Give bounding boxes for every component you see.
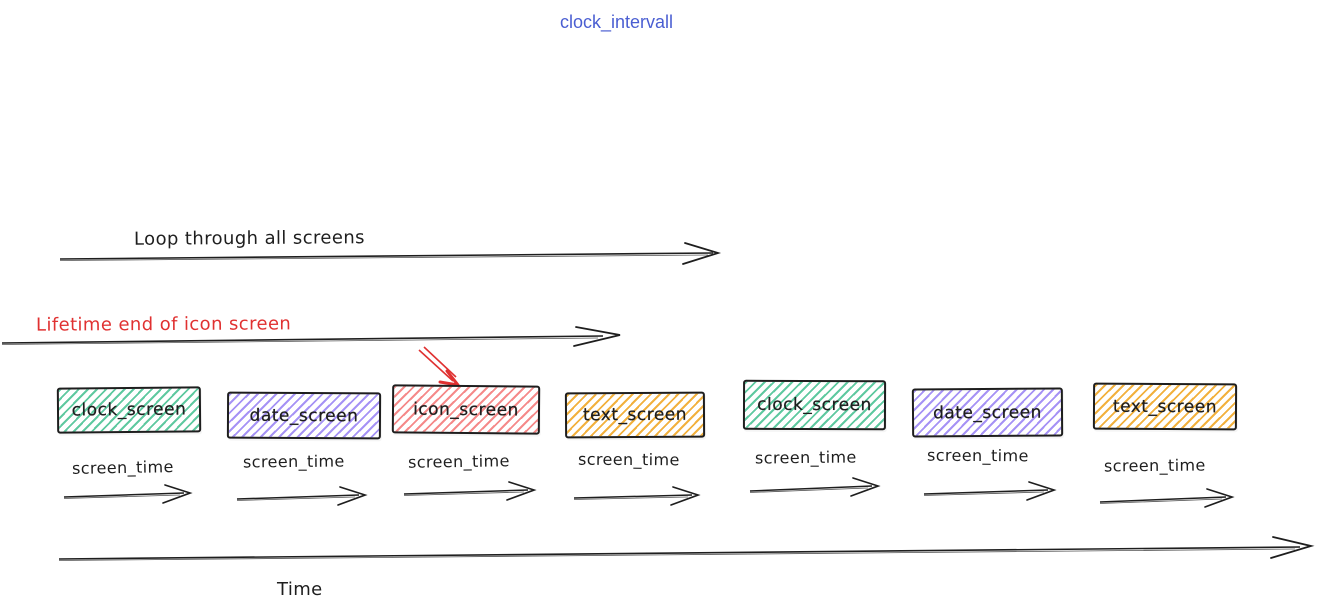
time-axis-arrow <box>58 536 1315 561</box>
screen-time-label: screen_time <box>1103 455 1206 476</box>
loop-arrow <box>59 242 722 265</box>
screen-box-label: icon_screen <box>413 399 519 420</box>
screen-box-label: text_screen <box>1112 396 1218 417</box>
icon-screen-pointer-arrow <box>418 346 460 387</box>
screen-time-label: screen_time <box>577 449 680 470</box>
screen-box-label: date_screen <box>249 405 359 426</box>
screen-time-arrow <box>403 481 537 501</box>
screen-time-label: screen_time <box>242 451 345 472</box>
screen-time-arrow <box>749 477 881 497</box>
screen-time-label: screen_time <box>754 447 857 468</box>
screen-time-arrow <box>923 481 1057 501</box>
screen-box-label: clock_screen <box>757 394 872 416</box>
lifetime-arrow <box>1 326 621 347</box>
screen-box-text-1: text_screen <box>564 391 706 439</box>
screen-time-arrow <box>573 486 701 506</box>
screen-box-label: date_screen <box>932 402 1042 423</box>
screen-time-arrow <box>63 484 193 504</box>
screen-time-arrow <box>236 486 368 506</box>
screen-box-date-1: date_screen <box>226 391 382 440</box>
screen-time-label: screen_time <box>926 445 1029 466</box>
screen-time-label: screen_time <box>71 457 174 478</box>
diagram-title: clock_intervall <box>560 12 674 32</box>
screen-time-label: screen_time <box>407 451 510 472</box>
screen-box-clock-2: clock_screen <box>742 379 887 431</box>
screen-box-text-2: text_screen <box>1092 382 1238 431</box>
screen-box-date-2: date_screen <box>911 387 1064 438</box>
screen-box-label: text_screen <box>582 404 688 426</box>
screen-box-icon: icon_screen <box>391 384 541 435</box>
time-axis-label: Time <box>277 579 323 600</box>
screen-time-arrow <box>1099 488 1235 508</box>
screen-box-label: clock_screen <box>71 399 187 421</box>
screen-box-clock-1: clock_screen <box>56 386 202 434</box>
